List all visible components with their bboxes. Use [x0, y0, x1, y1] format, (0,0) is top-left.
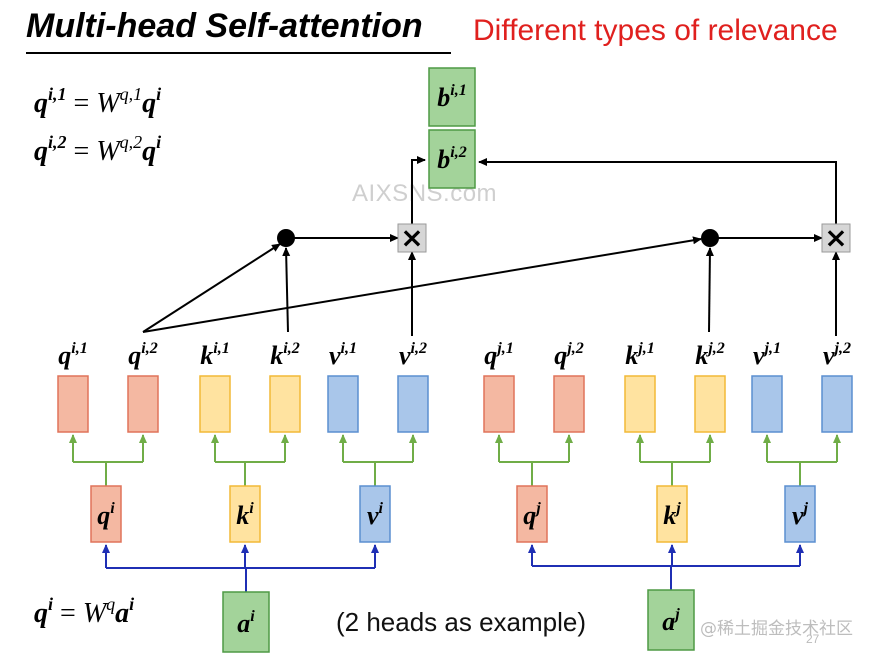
head-label-k-j-1: kj,1	[625, 340, 655, 370]
head-box-k-j-1	[624, 375, 656, 433]
head-label-v-j-2: vj,2	[823, 340, 851, 370]
output-label-1: bi,1	[437, 82, 467, 112]
arrow-ki2-to-dot-i	[282, 247, 291, 333]
head-box-q-j-2	[553, 375, 585, 433]
head-label-v-i-2: vi,2	[399, 340, 427, 370]
vector-label-q-j: qj	[523, 500, 541, 530]
head-box-v-i-2	[397, 375, 429, 433]
head-box-k-i-1	[199, 375, 231, 433]
equation-qi2: qi,2 = Wq,2qi	[34, 132, 161, 167]
vector-label-v-j: vj	[792, 500, 809, 530]
vector-label-q-i: qi	[97, 500, 115, 530]
vector-label-k-j: kj	[663, 500, 681, 530]
vector-box-q-i	[90, 485, 122, 543]
input-label-i: ai	[237, 608, 255, 638]
head-label-q-j-2: qj,2	[554, 340, 584, 370]
input-box-j	[647, 589, 695, 651]
dot-product-node-1	[277, 229, 295, 247]
head-label-v-j-1: vj,1	[753, 340, 781, 370]
head-label-k-i-2: ki,2	[270, 340, 300, 370]
output-box-1	[428, 67, 476, 127]
head-label-q-i-2: qi,2	[128, 340, 158, 370]
equation-qi1: qi,1 = Wq,1qi	[34, 84, 161, 119]
head-box-v-j-1	[751, 375, 783, 433]
vector-box-v-i	[359, 485, 391, 543]
arrow-mul-i-to-bi2	[411, 156, 426, 224]
vector-label-v-i: vi	[367, 500, 384, 530]
head-box-v-j-2	[821, 375, 853, 433]
head-label-k-j-2: kj,2	[695, 340, 725, 370]
slide-title: Multi-head Self-attention	[26, 7, 423, 45]
head-box-k-i-2	[269, 375, 301, 433]
head-box-q-i-1	[57, 375, 89, 433]
slide-subtitle: Different types of relevance	[473, 14, 838, 47]
vector-box-k-j	[656, 485, 688, 543]
page-number: 27	[806, 632, 820, 646]
input-box-i	[222, 591, 270, 653]
input-label-j: aj	[662, 606, 680, 636]
arrow-kj2-to-dot-j	[705, 247, 714, 333]
head-box-v-i-1	[327, 375, 359, 433]
vector-label-k-i: ki	[236, 500, 254, 530]
dot-product-node-2	[701, 229, 719, 247]
vector-box-k-i	[229, 485, 261, 543]
multiply-box-2	[821, 223, 851, 253]
equation-qi: qi = Wqai	[34, 594, 134, 629]
source-watermark: @稀土掘金技术社区	[700, 619, 853, 639]
vector-box-v-j	[784, 485, 816, 543]
multiply-symbol-2: ×	[824, 221, 847, 254]
head-label-q-i-1: qi,1	[58, 340, 88, 370]
head-label-k-i-1: ki,1	[200, 340, 230, 370]
vector-box-q-j	[516, 485, 548, 543]
head-box-q-j-1	[483, 375, 515, 433]
caption: (2 heads as example)	[336, 607, 587, 637]
arrow-mul-j-to-bi2	[478, 158, 837, 224]
output-box-2	[428, 129, 476, 189]
arrow-qi2-to-dot-j	[142, 236, 702, 333]
title-underline	[26, 52, 451, 54]
arrow-qi2-to-dot-i	[142, 243, 281, 333]
output-label-2: bi,2	[437, 144, 467, 174]
head-label-v-i-1: vi,1	[329, 340, 357, 370]
head-box-k-j-2	[694, 375, 726, 433]
multiply-box-1	[397, 223, 427, 253]
head-box-q-i-2	[127, 375, 159, 433]
multiply-symbol-1: ×	[400, 221, 423, 254]
head-label-q-j-1: qj,1	[484, 340, 514, 370]
